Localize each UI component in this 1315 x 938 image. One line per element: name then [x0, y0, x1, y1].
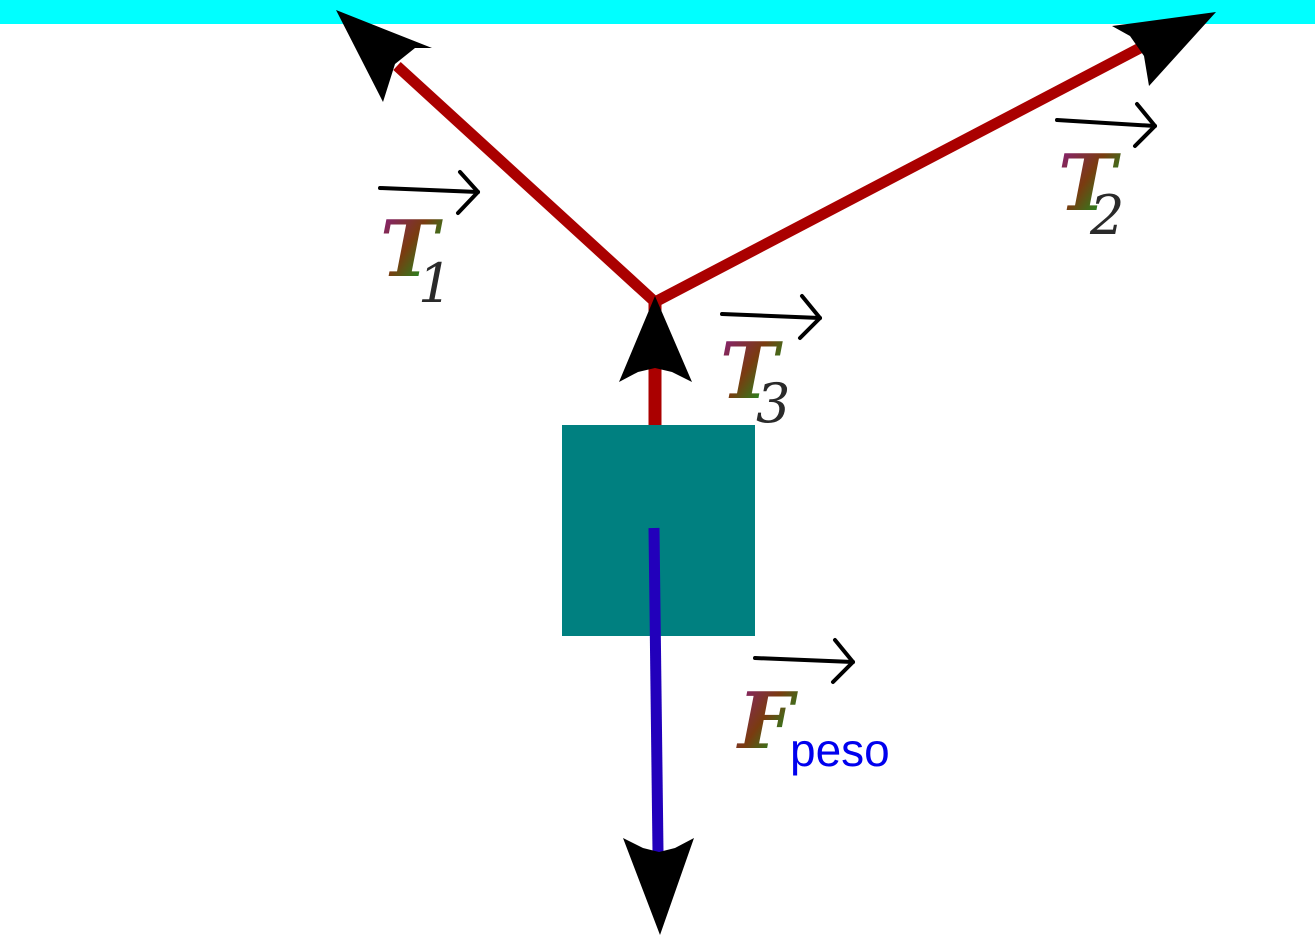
t1-arrowhead-icon [336, 10, 432, 102]
f-letter: F [736, 676, 798, 767]
f-peso-subscript: peso [790, 724, 890, 776]
t2-letter: T [1058, 138, 1121, 229]
t1-letter: T [380, 204, 443, 295]
t1-subscript: 1 [418, 252, 452, 315]
t3-arrowhead-icon [619, 296, 692, 382]
weight-arrowhead-icon [623, 838, 694, 935]
label-f-peso: F peso [736, 638, 890, 776]
t2-arrowhead-icon [1112, 12, 1216, 86]
vector-arrow-icon [1055, 102, 1157, 148]
vector-arrow-icon [378, 170, 480, 215]
label-t1: T 1 [378, 170, 480, 315]
rope-t1 [393, 61, 659, 307]
vector-arrow-icon [753, 638, 855, 684]
weight-vector [648, 527, 664, 853]
t3-subscript: 3 [756, 372, 790, 435]
vector-arrow-icon [720, 294, 822, 340]
rope-t2 [652, 43, 1143, 307]
label-t2: T 2 [1055, 102, 1157, 247]
ceiling [0, 0, 1315, 24]
t3-letter: T [720, 326, 783, 417]
t2-subscript: 2 [1089, 184, 1124, 247]
label-t3: T 3 [720, 294, 822, 435]
